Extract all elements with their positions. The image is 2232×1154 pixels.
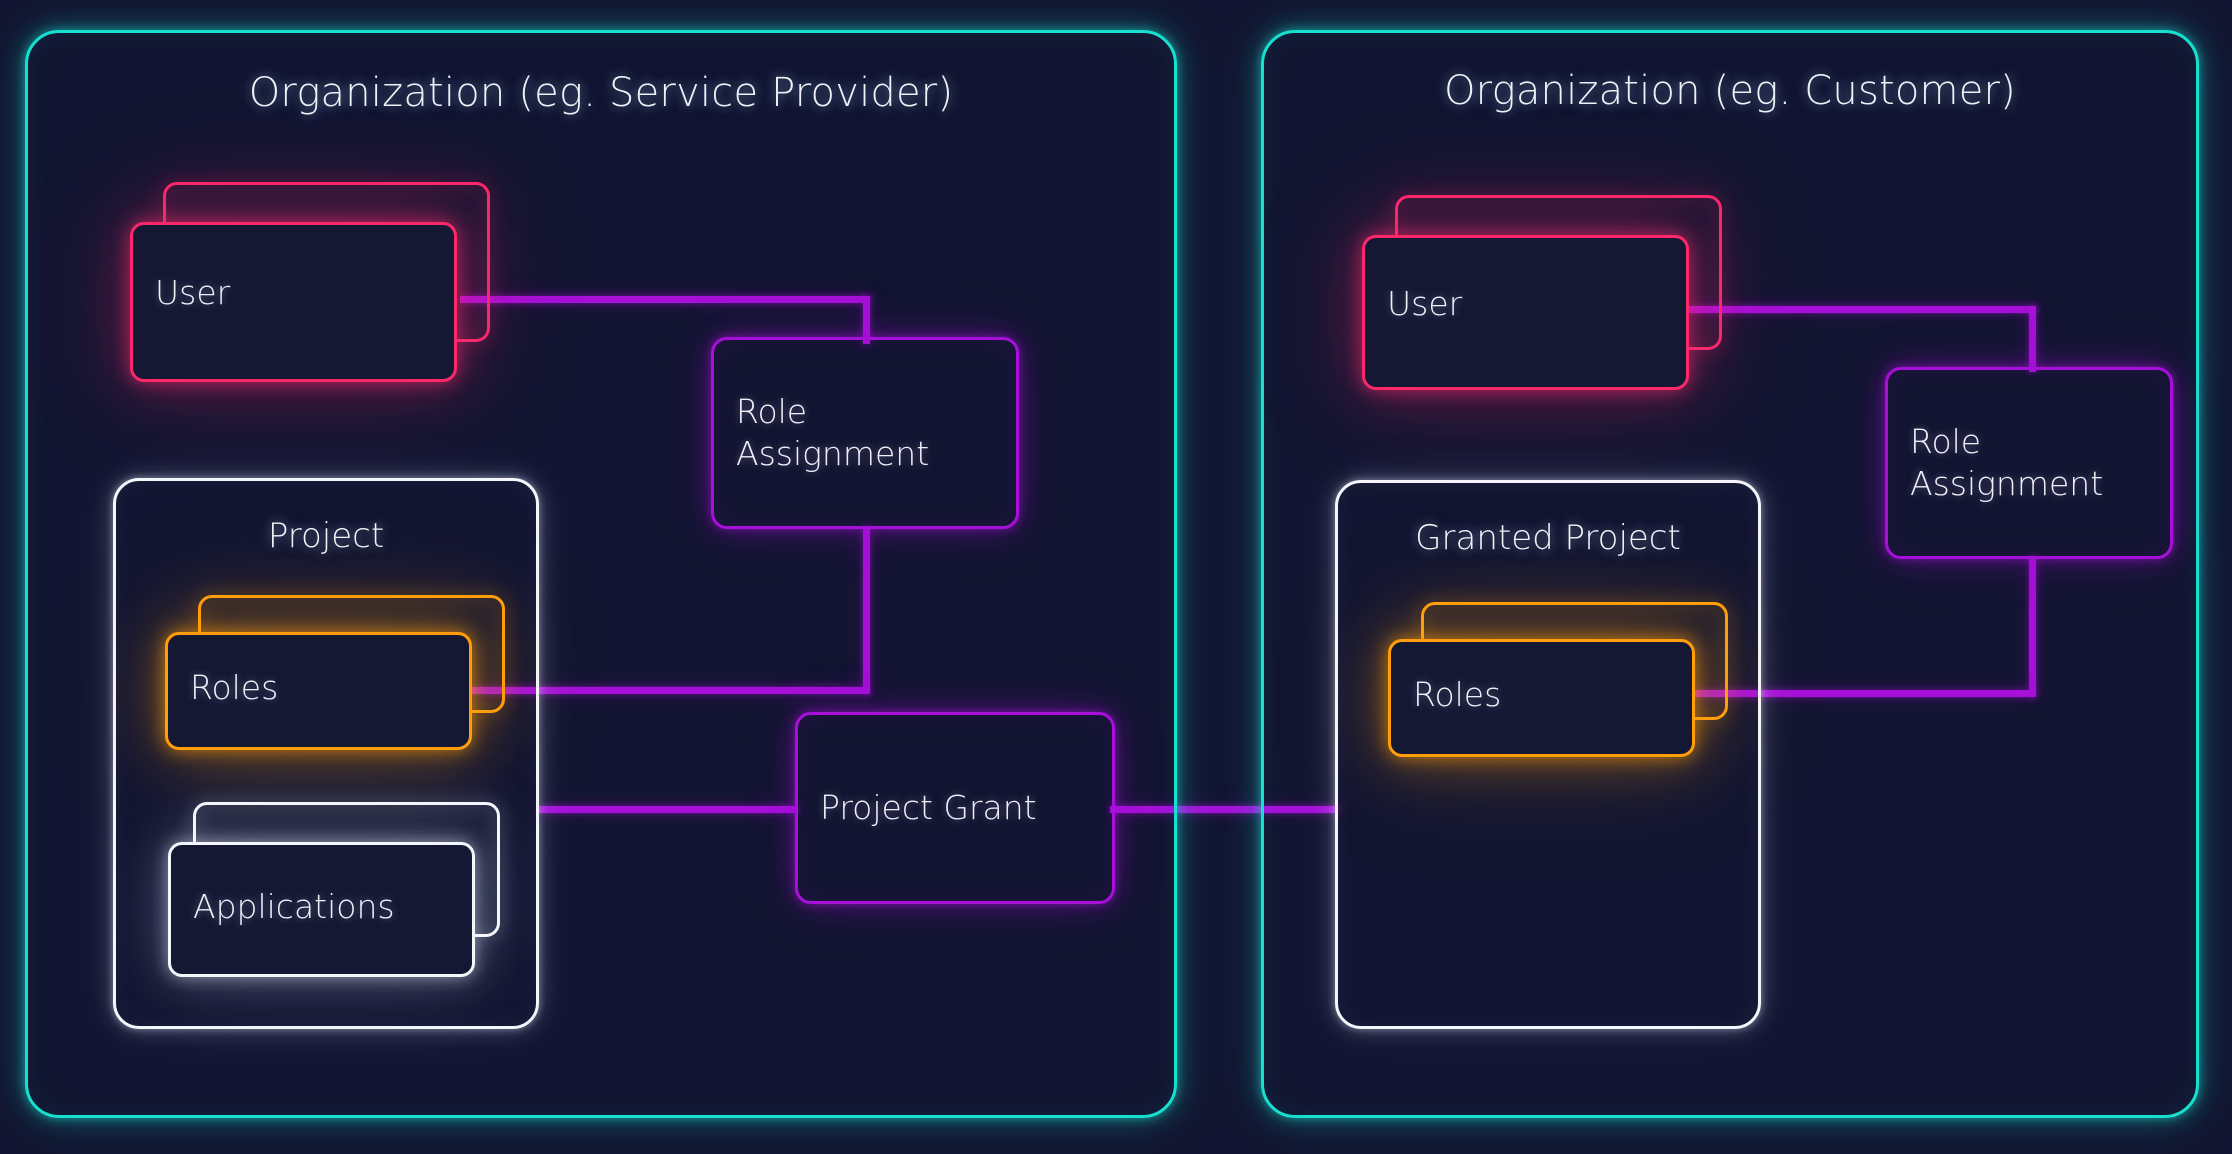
project-title-service-provider: Project xyxy=(267,516,385,556)
connector-user-to-role-assignment-left-vertical xyxy=(863,296,870,344)
applications-card-label: Applications xyxy=(193,887,395,926)
granted-project-container-customer[interactable] xyxy=(1335,480,1761,1029)
connector-project-to-project-grant xyxy=(538,806,798,813)
roles-stack-customer[interactable]: Roles xyxy=(1388,602,1728,757)
applications-card-front[interactable]: Applications xyxy=(168,842,475,977)
user-stack-customer[interactable]: User xyxy=(1362,195,1722,390)
roles-card-front[interactable]: Roles xyxy=(165,632,472,750)
roles-stack-service-provider[interactable]: Roles xyxy=(165,595,505,750)
connector-role-assignment-to-roles-right xyxy=(1692,690,2036,697)
user-card-label: User xyxy=(155,273,231,312)
role-assignment-label-customer: Role Assignment xyxy=(1910,421,2104,503)
organization-container-customer[interactable] xyxy=(1261,30,2199,1118)
connector-user-to-role-assignment-left xyxy=(460,296,870,303)
role-assignment-label-service-provider: Role Assignment xyxy=(736,391,930,473)
roles-card-label: Roles xyxy=(1413,675,1502,714)
roles-card-label: Roles xyxy=(190,668,279,707)
applications-stack-service-provider[interactable]: Applications xyxy=(168,802,508,977)
role-assignment-box-service-provider[interactable]: Role Assignment xyxy=(711,337,1019,529)
organization-title-service-provider: Organization (eg. Service Provider) xyxy=(248,70,954,116)
connector-role-assignment-to-roles-left-vertical xyxy=(863,526,870,694)
connector-user-to-role-assignment-right-vertical xyxy=(2029,306,2036,372)
connector-user-to-role-assignment-right xyxy=(1686,306,2036,313)
user-card-label: User xyxy=(1387,284,1463,323)
user-card-front[interactable]: User xyxy=(130,222,457,382)
connector-role-assignment-to-roles-right-vertical xyxy=(2029,556,2036,697)
granted-project-title-customer: Granted Project xyxy=(1415,518,1681,558)
user-card-front[interactable]: User xyxy=(1362,235,1689,390)
organization-title-customer: Organization (eg. Customer) xyxy=(1443,68,2016,114)
project-grant-label: Project Grant xyxy=(820,787,1037,827)
project-grant-box[interactable]: Project Grant xyxy=(795,712,1115,904)
connector-project-grant-to-granted-project xyxy=(1110,806,1338,813)
role-assignment-box-customer[interactable]: Role Assignment xyxy=(1885,367,2173,559)
project-container-service-provider[interactable] xyxy=(113,478,539,1029)
connector-role-assignment-to-roles-left xyxy=(470,687,870,694)
organization-container-service-provider[interactable] xyxy=(25,30,1177,1118)
user-stack-service-provider[interactable]: User xyxy=(130,182,490,382)
roles-card-front[interactable]: Roles xyxy=(1388,639,1695,757)
